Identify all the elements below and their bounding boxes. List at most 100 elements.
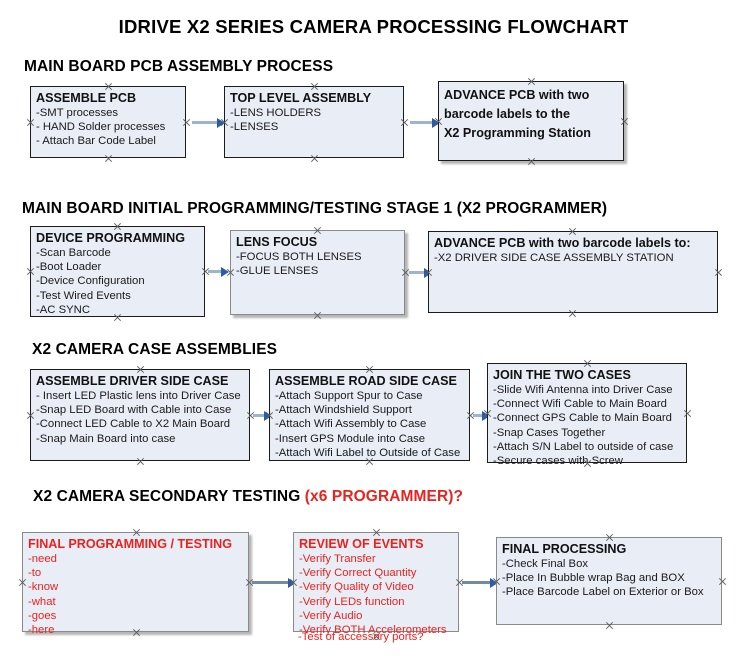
node-body: -X2 DRIVER SIDE CASE ASSEMBLY STATION — [434, 251, 712, 265]
connector-arrow-line — [462, 581, 494, 584]
node-advance-pcb-to-x2-programming-station[interactable]: ADVANCE PCB with two barcode labels to t… — [438, 81, 624, 161]
node-body: -FOCUS BOTH LENSES -GLUE LENSES — [236, 250, 399, 278]
node-line: -Scan Barcode — [36, 247, 111, 259]
node-title: ASSEMBLE ROAD SIDE CASE — [275, 374, 457, 388]
section-title-main-board-initial-programming: MAIN BOARD INITIAL PROGRAMMING/TESTING S… — [22, 200, 608, 217]
node-title: DEVICE PROGRAMMING — [36, 231, 186, 245]
node-line: -Connect LED Cable to X2 Main Board — [36, 418, 231, 431]
node-line: -LENSES — [230, 121, 279, 134]
connector-arrowhead-icon — [288, 578, 296, 588]
node-assemble-pcb[interactable]: ASSEMBLE PCB -SMT processes - HAND Solde… — [30, 86, 186, 158]
section-title-main-board-pcb-assembly: MAIN BOARD PCB ASSEMBLY PROCESS — [24, 58, 334, 75]
node-title: FINAL PROGRAMMING / TESTING — [28, 537, 233, 551]
connector-arrow-line — [473, 414, 484, 417]
node-line: -Place Barcode Label on Exterior or Box — [502, 586, 704, 599]
node-line: - HAND Solder processes — [36, 121, 166, 134]
node-line: -Secure cases with Screw — [493, 455, 623, 468]
node-line: -Connect Wifi Cable to Main Board — [493, 398, 667, 411]
node-title: LENS FOCUS — [236, 235, 318, 249]
node-line: -know — [28, 581, 59, 594]
node-body: -Slide Wifi Antenna into Driver Case -Co… — [493, 383, 681, 468]
connector-arrowhead-icon — [432, 118, 440, 128]
node-review-of-events[interactable]: REVIEW OF EVENTS -Verify Transfer -Verif… — [293, 532, 459, 636]
node-line: -need — [28, 553, 57, 565]
node-line: -Place In Bubble wrap Bag and BOX — [502, 572, 685, 585]
node-line: -Attach Windshield Support — [275, 404, 412, 417]
node-line: -Attach Wifi Assembly to Case — [275, 418, 427, 431]
node-line: -Verify Audio — [299, 609, 363, 622]
node-device-programming[interactable]: DEVICE PROGRAMMING -Scan Barcode -Boot L… — [30, 226, 205, 317]
node-body: -Verify Transfer -Verify Correct Quantit… — [299, 552, 453, 637]
connector-arrow-line — [252, 581, 292, 584]
node-line: -Boot Loader — [36, 261, 102, 274]
node-advance-pcb-to-driver-side-case-station[interactable]: ADVANCE PCB with two barcode labels to: … — [428, 231, 718, 313]
node-line: -Device Configuration — [36, 275, 145, 288]
node-body: -Check Final Box -Place In Bubble wrap B… — [502, 557, 716, 600]
node-body: -Scan Barcode -Boot Loader -Device Confi… — [36, 246, 199, 317]
node-line: -Test Wired Events — [36, 289, 131, 302]
node-line: -Connect GPS Cable to Main Board — [493, 412, 672, 425]
node-body: -SMT processes - HAND Solder processes -… — [36, 106, 180, 149]
connector-arrow-line — [253, 414, 266, 417]
node-line: barcode labels to the — [444, 107, 570, 121]
node-line: -Snap Cases Together — [493, 426, 606, 439]
node-line: -X2 DRIVER SIDE CASE ASSEMBLY STATION — [434, 252, 674, 264]
node-title: ASSEMBLE PCB — [36, 91, 137, 105]
node-overflow-line: -Test of accessory ports? — [298, 631, 424, 643]
node-line: -Attach S/N Label to outside of case — [493, 440, 674, 453]
node-line: -FOCUS BOTH LENSES — [236, 251, 362, 263]
node-line: -LENS HOLDERS — [230, 107, 322, 119]
node-line: -here — [28, 624, 55, 637]
node-body: -LENS HOLDERS -LENSES — [230, 106, 398, 134]
node-title: JOIN THE TWO CASES — [493, 368, 631, 382]
node-line: -Verify Correct Quantity — [299, 567, 417, 580]
connector-arrow-line — [410, 121, 435, 124]
section-title-x2-camera-secondary-testing: X2 CAMERA SECONDARY TESTING (x6 PROGRAMM… — [33, 488, 463, 506]
node-line: -Attach Support Spur to Case — [275, 390, 423, 402]
connector-arrow-line — [208, 270, 223, 273]
node-title: FINAL PROCESSING — [502, 542, 627, 556]
node-line: -Snap LED Board with Cable into Case — [36, 404, 232, 417]
node-title: ADVANCE PCB with two barcode labels to: — [434, 236, 691, 250]
connector-arrowhead-icon — [482, 411, 490, 421]
node-line: -Attach Wifi Label to Outside of Case — [275, 446, 461, 459]
node-line: -Verify BOTH Accelerometers — [299, 624, 447, 637]
node-top-level-assembly[interactable]: TOP LEVEL ASSEMBLY -LENS HOLDERS -LENSES — [224, 86, 404, 158]
node-line: -GLUE LENSES — [236, 265, 319, 278]
node-assemble-road-side-case[interactable]: ASSEMBLE ROAD SIDE CASE -Attach Support … — [269, 369, 470, 461]
node-title: ASSEMBLE DRIVER SIDE CASE — [36, 374, 229, 388]
node-final-programming-testing[interactable]: FINAL PROGRAMMING / TESTING -need -to -k… — [22, 532, 249, 636]
connector-arrowhead-icon — [217, 118, 225, 128]
node-line: -Verify Transfer — [299, 553, 376, 565]
section-title-x2-camera-case-assemblies: X2 CAMERA CASE ASSEMBLIES — [32, 341, 278, 358]
connector-arrowhead-icon — [221, 267, 229, 277]
node-join-the-two-cases[interactable]: JOIN THE TWO CASES -Slide Wifi Antenna i… — [487, 363, 687, 467]
node-body: ADVANCE PCB with two barcode labels to t… — [444, 86, 618, 143]
node-line: -goes — [28, 609, 57, 622]
node-body: - Insert LED Plastic lens into Driver Ca… — [36, 389, 244, 446]
node-line: -what — [28, 595, 56, 608]
connector-arrowhead-icon — [264, 411, 272, 421]
node-title: REVIEW OF EVENTS — [299, 537, 424, 551]
node-line: - Attach Bar Code Label — [36, 135, 156, 148]
node-line: -Slide Wifi Antenna into Driver Case — [493, 384, 673, 396]
node-lens-focus[interactable]: LENS FOCUS -FOCUS BOTH LENSES -GLUE LENS… — [230, 230, 405, 315]
node-line: - Insert LED Plastic lens into Driver Ca… — [36, 390, 241, 402]
connector-arrow-line — [192, 121, 219, 124]
node-line: X2 Programming Station — [444, 126, 591, 140]
node-final-processing[interactable]: FINAL PROCESSING -Check Final Box -Place… — [496, 537, 722, 625]
node-line: -Check Final Box — [502, 558, 589, 570]
node-line: ADVANCE PCB with two — [444, 88, 590, 102]
node-line: -Insert GPS Module into Case — [275, 432, 426, 445]
section-title-text: X2 CAMERA SECONDARY TESTING — [33, 488, 305, 505]
node-body: -need -to -know -what -goes -here — [28, 552, 243, 637]
node-line: -Verify Quality of Video — [299, 581, 414, 594]
section-title-red-note: (x6 PROGRAMMER)? — [304, 488, 464, 505]
node-line: -to — [28, 567, 42, 580]
node-body: -Attach Support Spur to Case -Attach Win… — [275, 389, 464, 460]
connector-arrow-line — [409, 271, 426, 274]
node-assemble-driver-side-case[interactable]: ASSEMBLE DRIVER SIDE CASE - Insert LED P… — [30, 369, 250, 461]
node-line: -Snap Main Board into case — [36, 432, 176, 445]
node-line: -AC SYNC — [36, 303, 90, 316]
node-title: TOP LEVEL ASSEMBLY — [230, 91, 372, 105]
